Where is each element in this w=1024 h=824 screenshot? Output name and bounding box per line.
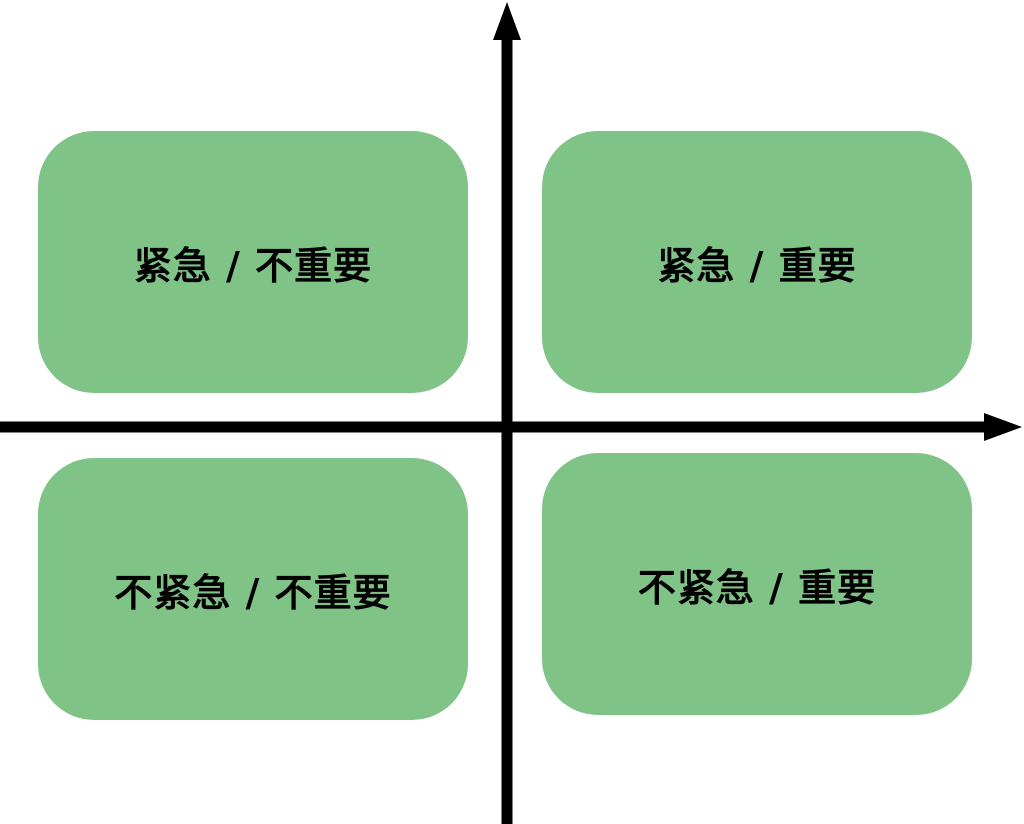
vertical-axis-arrow-icon xyxy=(493,2,521,40)
horizontal-axis-arrow-icon xyxy=(984,413,1022,441)
quadrant-urgent-not-important: 紧急 / 不重要 xyxy=(38,131,468,393)
quadrant-not-urgent-not-important: 不紧急 / 不重要 xyxy=(38,458,468,720)
quadrant-urgent-important: 紧急 / 重要 xyxy=(542,131,972,393)
quadrant-label: 紧急 / 重要 xyxy=(657,243,857,288)
quadrant-label: 不紧急 / 重要 xyxy=(637,565,877,610)
quadrant-not-urgent-important: 不紧急 / 重要 xyxy=(542,453,972,715)
quadrant-label: 紧急 / 不重要 xyxy=(133,243,373,288)
quadrant-label: 不紧急 / 不重要 xyxy=(114,570,392,615)
